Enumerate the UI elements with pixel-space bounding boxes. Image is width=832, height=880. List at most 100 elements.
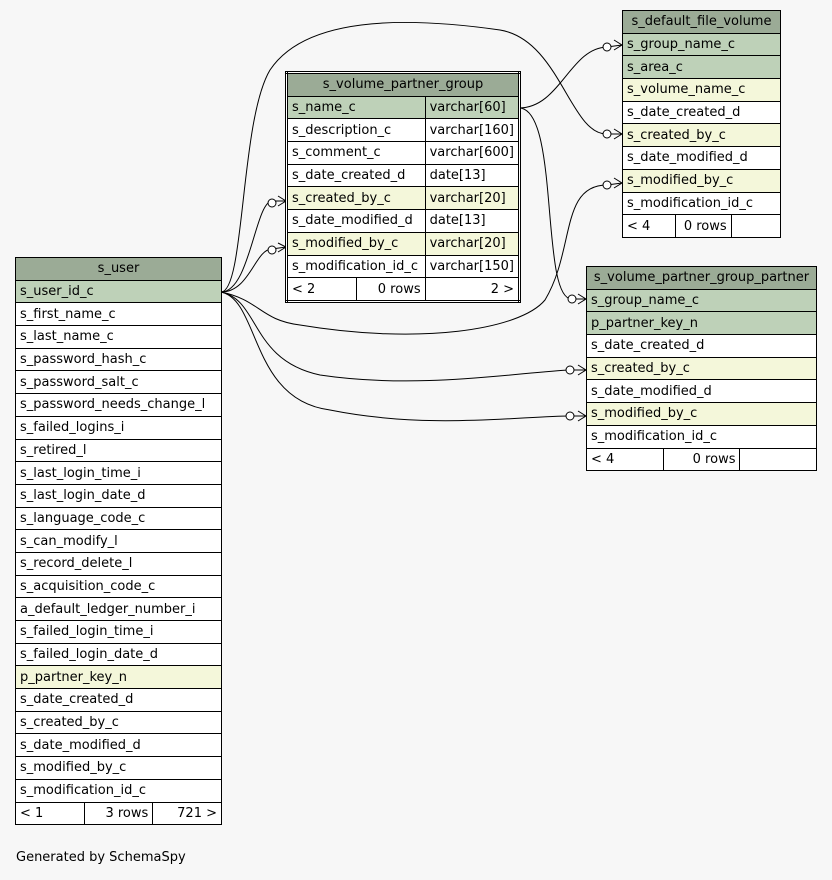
column-row[interactable]: s_last_login_time_i — [15, 461, 222, 485]
column-name: s_volume_name_c — [622, 78, 781, 102]
link-user-vpg-modified-by — [220, 246, 287, 293]
column-row[interactable]: s_retired_l — [15, 438, 222, 463]
column-row[interactable]: s_password_salt_c — [15, 370, 222, 395]
column-name: s_acquisition_code_c — [15, 574, 222, 599]
column-name: s_can_modify_l — [15, 529, 222, 553]
children-count[interactable]: 2 > — [424, 277, 521, 302]
column-row[interactable]: s_volume_name_c — [622, 78, 781, 102]
children-count[interactable]: 721 > — [152, 801, 222, 826]
column-type: varchar[150] — [424, 254, 521, 279]
column-row[interactable]: s_modified_by_c — [586, 402, 817, 426]
column-name: s_record_delete_l — [15, 551, 222, 576]
column-name: s_date_modified_d — [286, 209, 426, 233]
table-header-row: s_volume_partner_group_partner — [586, 266, 817, 290]
column-name: s_password_salt_c — [15, 370, 222, 395]
column-name: s_modification_id_c — [586, 424, 817, 449]
children-count[interactable] — [730, 214, 782, 238]
column-row[interactable]: s_first_name_c — [15, 302, 222, 327]
column-row[interactable]: s_last_name_c — [15, 325, 222, 349]
row-count: 0 rows — [356, 277, 426, 302]
column-name: a_default_ledger_number_i — [15, 597, 222, 621]
column-name: s_first_name_c — [15, 302, 222, 327]
column-name: s_password_needs_change_l — [15, 393, 222, 417]
column-name: s_modification_id_c — [286, 254, 426, 279]
column-name: s_group_name_c — [586, 288, 817, 313]
column-row[interactable]: s_failed_login_time_i — [15, 620, 222, 644]
link-end-marker — [267, 198, 277, 208]
column-row[interactable]: a_default_ledger_number_i — [15, 597, 222, 621]
table-title[interactable]: s_volume_partner_group — [286, 72, 520, 97]
column-row[interactable]: s_failed_login_date_d — [15, 642, 222, 667]
column-row[interactable]: s_password_needs_change_l — [15, 393, 222, 417]
generated-by-label: Generated by SchemaSpy — [16, 850, 186, 865]
column-name: s_date_created_d — [622, 100, 781, 125]
column-row[interactable]: s_date_created_d — [622, 100, 781, 125]
column-row[interactable]: s_group_name_c — [622, 32, 781, 57]
column-row[interactable]: s_user_id_c — [15, 279, 222, 304]
row-count: 3 rows — [83, 801, 154, 826]
table-title[interactable]: s_default_file_volume — [622, 10, 781, 34]
column-name: s_name_c — [286, 95, 426, 120]
column-row[interactable]: s_modified_by_c — [622, 168, 781, 193]
parents-count[interactable]: < 4 — [621, 214, 677, 238]
column-name: s_created_by_c — [586, 356, 817, 381]
column-row[interactable]: s_created_by_c — [586, 356, 817, 381]
column-row[interactable]: s_modification_id_c — [586, 424, 817, 449]
column-row[interactable]: s_area_c — [622, 55, 781, 80]
column-row[interactable]: s_password_hash_c — [15, 347, 222, 372]
column-row[interactable]: s_date_modified_d — [586, 379, 817, 404]
column-name: s_area_c — [622, 55, 781, 80]
column-name: s_retired_l — [15, 438, 222, 463]
column-type: varchar[20] — [424, 231, 521, 256]
column-type: varchar[600] — [424, 141, 521, 165]
link-user-vpgp-created-by — [220, 291, 586, 382]
column-row[interactable]: s_failed_logins_i — [15, 415, 222, 440]
children-count[interactable] — [739, 447, 817, 472]
column-row[interactable]: s_record_delete_l — [15, 551, 222, 576]
column-row[interactable]: s_date_created_d — [15, 688, 222, 712]
column-row[interactable]: s_modification_id_c — [15, 778, 222, 803]
link-user-dfv-created-by — [220, 21, 622, 293]
column-row[interactable]: s_group_name_c — [586, 288, 817, 313]
table-title[interactable]: s_user — [15, 257, 222, 281]
column-name: s_modified_by_c — [586, 402, 817, 426]
column-row[interactable]: s_language_code_c — [15, 506, 222, 531]
column-row[interactable]: s_date_modified_d — [15, 733, 222, 758]
column-name: s_created_by_c — [15, 710, 222, 735]
column-row[interactable]: p_partner_key_n — [586, 311, 817, 336]
column-name: s_created_by_c — [622, 123, 781, 148]
row-count: 0 rows — [675, 214, 732, 238]
column-name: s_last_login_date_d — [15, 483, 222, 508]
column-name: s_modification_id_c — [622, 191, 781, 216]
column-row[interactable]: s_created_by_c — [622, 123, 781, 148]
parents-count[interactable]: < 4 — [586, 447, 664, 472]
column-row[interactable]: s_last_login_date_d — [15, 483, 222, 508]
column-row[interactable]: p_partner_key_n — [15, 665, 222, 690]
column-row[interactable]: s_acquisition_code_c — [15, 574, 222, 599]
column-row[interactable]: s_date_created_d — [586, 334, 817, 358]
parents-count[interactable]: < 1 — [15, 801, 85, 826]
column-name: s_last_name_c — [15, 325, 222, 349]
table-title[interactable]: s_volume_partner_group_partner — [586, 266, 817, 290]
column-name: p_partner_key_n — [586, 311, 817, 336]
column-row[interactable]: s_can_modify_l — [15, 529, 222, 553]
parents-count[interactable]: < 2 — [285, 277, 358, 302]
column-name: p_partner_key_n — [15, 665, 222, 690]
column-row[interactable]: s_date_modified_d — [622, 146, 781, 170]
column-row[interactable]: s_created_by_c — [15, 710, 222, 735]
column-row[interactable]: s_modification_id_c — [622, 191, 781, 216]
column-row[interactable]: s_modified_by_c — [15, 756, 222, 780]
